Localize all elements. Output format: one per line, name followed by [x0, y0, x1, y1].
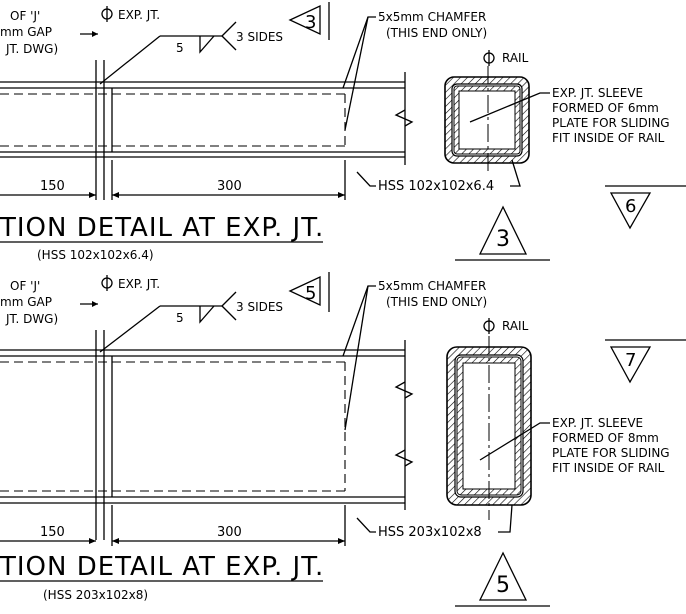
- detail-top: OF 'J' mm GAP JT. DWG) EXP. JT. 5 3 SIDE…: [0, 2, 686, 262]
- sleeve-note-line-2: FORMED OF 6mm: [552, 101, 659, 115]
- left-note-line-3: JT. DWG): [5, 312, 58, 326]
- left-note-line-3: JT. DWG): [5, 42, 58, 56]
- detail-bottom: OF 'J' mm GAP JT. DWG) EXP. JT. 5 3 SIDE…: [0, 272, 686, 607]
- weld-sides: 3 SIDES: [236, 300, 283, 314]
- sleeve-leader: [479, 422, 550, 461]
- dim-300: 300: [217, 525, 242, 540]
- weld-ref-flag: [288, 4, 321, 36]
- sleeve-note-line-3: PLATE FOR SLIDING: [552, 116, 670, 130]
- chamfer-leader-1: [342, 16, 376, 89]
- rail-elevation: [0, 60, 414, 200]
- left-note-line-1: OF 'J': [10, 279, 40, 293]
- side-tag-number: 7: [625, 350, 636, 371]
- chamfer-note-line-1: 5x5mm CHAMFER: [378, 279, 486, 293]
- section-tag-triangle: [478, 205, 528, 255]
- chamfer-note-line-2: (THIS END ONLY): [386, 295, 487, 309]
- sleeve-note-line-4: FIT INSIDE OF RAIL: [552, 461, 665, 475]
- weld-ref-number: 3: [305, 12, 316, 33]
- centerline-symbol: [101, 6, 113, 22]
- sleeve-note-line-3: PLATE FOR SLIDING: [552, 446, 670, 460]
- chamfer-note-line-2: (THIS END ONLY): [386, 26, 487, 40]
- cl-exp-jt-label: EXP. JT.: [118, 277, 160, 291]
- chamfer-leader-1: [342, 285, 376, 357]
- weld-symbol: [99, 21, 237, 85]
- dim-150: 150: [40, 179, 65, 194]
- dimension-lines: [0, 505, 346, 546]
- weld-size: 5: [176, 311, 184, 325]
- chamfer-note-line-1: 5x5mm CHAMFER: [378, 10, 486, 24]
- hss-leader-left: [356, 171, 376, 187]
- rail-elevation: [0, 330, 414, 540]
- hss-label: HSS 102x102x6.4: [378, 179, 494, 194]
- rail-centerline-symbol: [483, 318, 495, 334]
- section-tag-triangle: [478, 551, 528, 601]
- weld-size: 5: [176, 41, 184, 55]
- dimension-lines: [0, 160, 346, 200]
- sleeve-note-line-1: EXP. JT. SLEEVE: [552, 86, 643, 100]
- weld-sides: 3 SIDES: [236, 30, 283, 44]
- sleeve-leader: [469, 92, 550, 123]
- section-cl-label: RAIL: [502, 319, 529, 333]
- sleeve-note-line-1: EXP. JT. SLEEVE: [552, 416, 643, 430]
- section-cl-label: RAIL: [502, 51, 529, 65]
- gap-arrow: [92, 31, 98, 37]
- dim-150: 150: [40, 525, 65, 540]
- cl-exp-jt-label: EXP. JT.: [118, 8, 160, 22]
- hss-leader-right: [498, 504, 513, 533]
- centerline-symbol: [101, 275, 113, 291]
- detail-subtitle: (HSS 203x102x8): [43, 588, 148, 602]
- section-tag-number: 5: [496, 573, 510, 598]
- hss-label: HSS 203x102x8: [378, 525, 482, 540]
- dim-300: 300: [217, 179, 242, 194]
- chamfer-leader-2: [344, 285, 369, 431]
- sleeve-note-line-4: FIT INSIDE OF RAIL: [552, 131, 665, 145]
- chamfer-leader-2: [344, 16, 369, 131]
- left-note-line-1: OF 'J': [10, 9, 40, 23]
- detail-title: TION DETAIL AT EXP. JT.: [0, 552, 324, 582]
- section-tag-number: 3: [496, 227, 510, 252]
- hss-section-rect: [446, 336, 532, 520]
- detail-title: TION DETAIL AT EXP. JT.: [0, 213, 324, 243]
- hss-leader-left: [356, 517, 376, 533]
- left-note-line-2: mm GAP: [0, 295, 52, 309]
- hss-section-square: [444, 66, 530, 175]
- weld-ref-number: 5: [305, 283, 316, 304]
- side-tag-triangle: [609, 192, 652, 230]
- weld-ref-flag: [288, 275, 321, 307]
- detail-subtitle: (HSS 102x102x6.4): [37, 248, 154, 262]
- side-tag-triangle: [609, 346, 652, 384]
- left-note-line-2: mm GAP: [0, 25, 52, 39]
- sleeve-note-line-2: FORMED OF 8mm: [552, 431, 659, 445]
- rail-centerline-symbol: [483, 50, 495, 66]
- weld-symbol: [99, 291, 237, 353]
- gap-arrow: [92, 301, 98, 307]
- side-tag-number: 6: [625, 196, 636, 217]
- hss-leader-right: [510, 159, 521, 187]
